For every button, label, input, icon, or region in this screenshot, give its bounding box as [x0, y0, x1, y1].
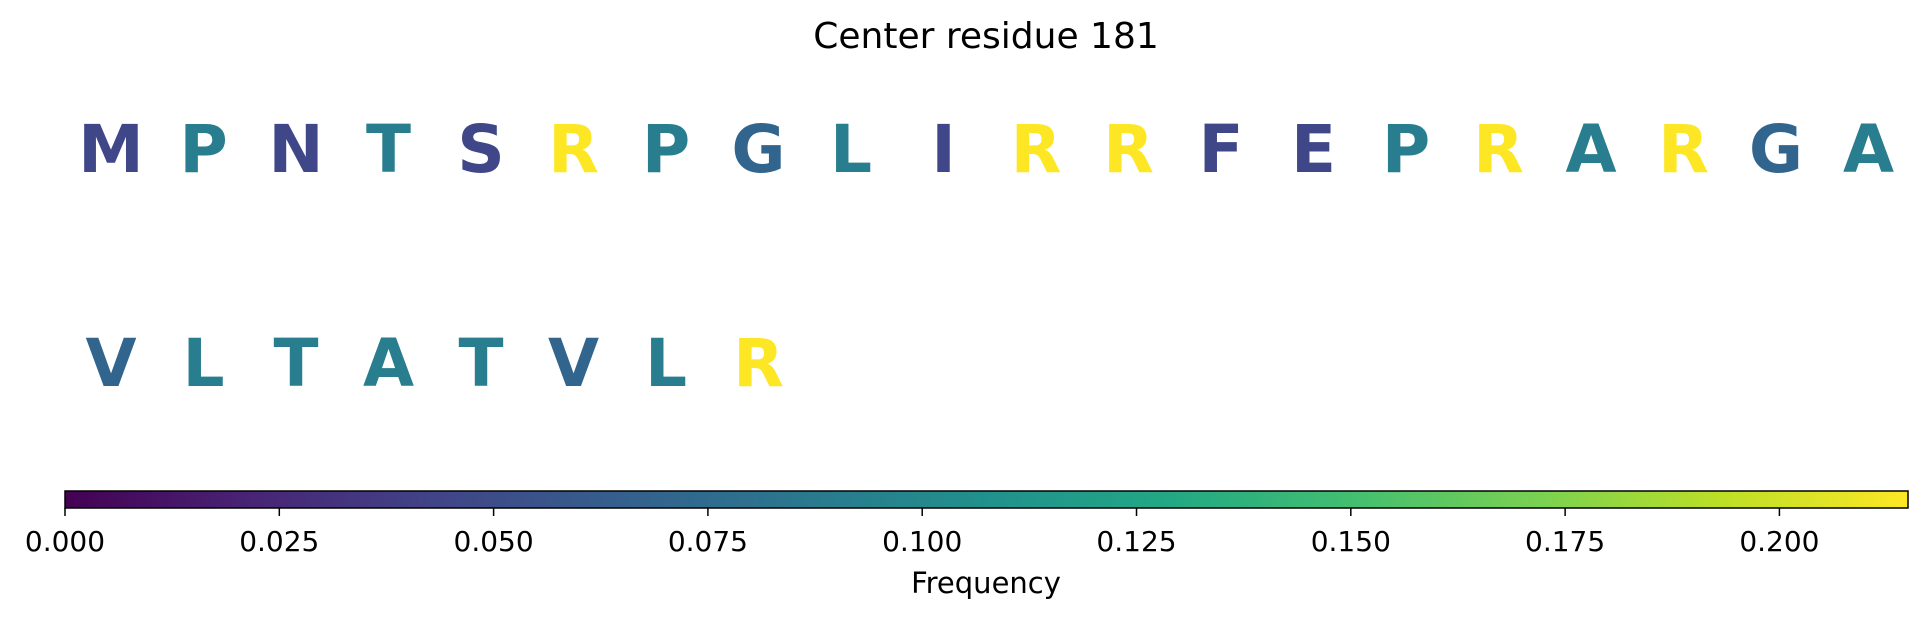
residue-letter: A	[1565, 111, 1616, 188]
residue-letter: T	[458, 325, 503, 402]
colorbar-ticks: 0.000 0.025 0.050 0.075 0.100 0.125 0.150 0.175…	[25, 508, 1820, 558]
residue-letter: I	[931, 111, 956, 188]
residue-letter: L	[830, 111, 872, 188]
colorbar-tick-label: 0.075	[668, 525, 748, 558]
colorbar-tick-label: 0.125	[1096, 525, 1176, 558]
residue-letter: A	[363, 325, 414, 402]
colorbar-tick-label: 0.200	[1739, 525, 1819, 558]
residue-letter: T	[366, 111, 411, 188]
residue-letter: E	[1291, 111, 1336, 188]
residue-letter: L	[182, 325, 224, 402]
residue-letter: P	[1382, 111, 1430, 188]
residue-letter: A	[1843, 111, 1894, 188]
residue-letter: G	[731, 111, 785, 188]
residue-letter: N	[268, 111, 323, 188]
residue-letter: L	[645, 325, 687, 402]
residue-letter: P	[179, 111, 227, 188]
colorbar-tick-label: 0.000	[25, 525, 105, 558]
colorbar-label: Frequency	[911, 566, 1061, 600]
residue-letter: T	[273, 325, 318, 402]
residue-letter: V	[548, 325, 599, 402]
residue-letter: R	[1658, 111, 1709, 188]
residue-letter: V	[85, 325, 136, 402]
colorbar-tick-label: 0.100	[882, 525, 962, 558]
residue-letter: S	[457, 111, 505, 188]
residue-letter: M	[78, 111, 144, 188]
residue-letter: G	[1749, 111, 1803, 188]
colorbar-tick-label: 0.025	[239, 525, 319, 558]
residue-letter: R	[1473, 111, 1524, 188]
colorbar-tick-label: 0.050	[454, 525, 534, 558]
residue-letter: R	[548, 111, 599, 188]
colorbar-tick-label: 0.175	[1525, 525, 1605, 558]
residue-letter: R	[1011, 111, 1062, 188]
colorbar: 0.000 0.025 0.050 0.075 0.100 0.125 0.150 0.175…	[25, 490, 1909, 600]
residue-letter: R	[1103, 111, 1154, 188]
colorbar-tick-label: 0.150	[1311, 525, 1391, 558]
chart-title: Center residue 181	[813, 16, 1159, 57]
residue-letter: F	[1198, 111, 1243, 188]
residue-letter: P	[642, 111, 690, 188]
residue-letter: R	[733, 325, 784, 402]
colorbar-gradient	[64, 490, 1909, 509]
